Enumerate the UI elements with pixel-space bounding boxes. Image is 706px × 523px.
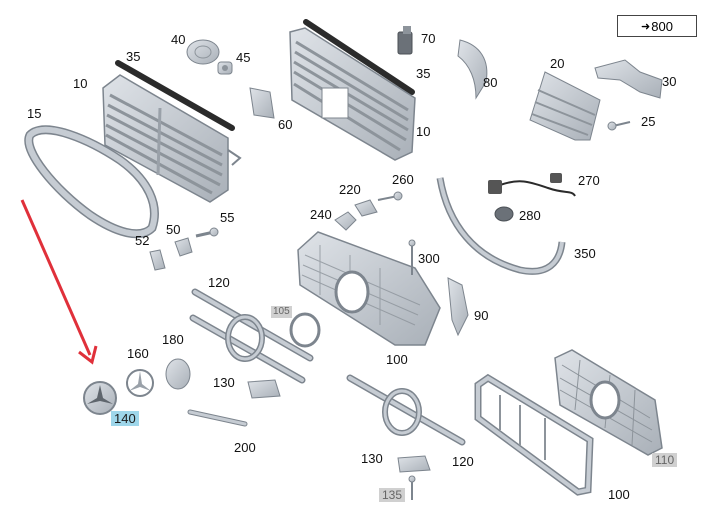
part-280-sensor bbox=[494, 206, 514, 222]
callout-260[interactable]: 260 bbox=[392, 172, 414, 187]
callout-45[interactable]: 45 bbox=[236, 50, 251, 65]
part-35-seal-strip-2 bbox=[303, 19, 415, 95]
part-10-grille-right bbox=[289, 27, 416, 161]
part-350-bracket bbox=[436, 177, 566, 275]
reference-label: 800 bbox=[651, 18, 673, 34]
part-52-bracket bbox=[149, 249, 166, 271]
part-200-trim-strip bbox=[187, 409, 248, 427]
part-140-emblem bbox=[83, 381, 117, 415]
callout-50[interactable]: 50 bbox=[166, 222, 181, 237]
part-40-star-badge bbox=[186, 39, 220, 65]
reference-box[interactable]: ➜ 800 bbox=[617, 15, 697, 37]
callout-130[interactable]: 130 bbox=[213, 375, 235, 390]
callout-25[interactable]: 25 bbox=[641, 114, 656, 129]
callout-10[interactable]: 10 bbox=[73, 76, 88, 91]
part-160-star bbox=[126, 369, 154, 397]
callout-120-b[interactable]: 120 bbox=[452, 454, 474, 469]
part-70-sensor bbox=[397, 26, 413, 55]
part-300-pin bbox=[408, 239, 416, 275]
part-60-cover-plate bbox=[249, 87, 275, 119]
part-15-grille-frame bbox=[24, 125, 159, 239]
part-25-screw bbox=[607, 121, 631, 131]
callout-100[interactable]: 100 bbox=[386, 352, 408, 367]
callout-40[interactable]: 40 bbox=[171, 32, 186, 47]
callout-35[interactable]: 35 bbox=[126, 49, 141, 64]
part-110-diamond-grille bbox=[554, 349, 663, 456]
part-45-clip bbox=[217, 61, 233, 75]
callout-160[interactable]: 160 bbox=[127, 346, 149, 361]
callout-120[interactable]: 120 bbox=[208, 275, 230, 290]
part-120-grille-bars bbox=[189, 288, 314, 384]
arrow-right-icon: ➜ bbox=[641, 20, 651, 33]
part-35-seal-strip bbox=[115, 60, 235, 131]
part-50-clip bbox=[174, 237, 193, 257]
callout-35-b[interactable]: 35 bbox=[416, 66, 431, 81]
callout-60[interactable]: 60 bbox=[278, 117, 293, 132]
callout-350[interactable]: 350 bbox=[574, 246, 596, 261]
callout-70[interactable]: 70 bbox=[421, 31, 436, 46]
callout-270[interactable]: 270 bbox=[578, 173, 600, 188]
callout-280[interactable]: 280 bbox=[519, 208, 541, 223]
callout-20[interactable]: 20 bbox=[550, 56, 565, 71]
callout-300[interactable]: 300 bbox=[418, 251, 440, 266]
part-90-bracket bbox=[447, 277, 469, 337]
part-100-grille-frame-lower bbox=[474, 373, 594, 496]
part-270-sensor-harness bbox=[488, 173, 576, 197]
callout-220[interactable]: 220 bbox=[339, 182, 361, 197]
callout-80[interactable]: 80 bbox=[483, 75, 498, 90]
part-10-grille-left bbox=[102, 74, 242, 203]
part-135-screw bbox=[408, 475, 416, 500]
part-180-disc bbox=[165, 358, 191, 390]
part-105-ring bbox=[289, 312, 321, 348]
part-130-mount-plate bbox=[247, 379, 281, 399]
callout-200[interactable]: 200 bbox=[234, 440, 256, 455]
part-220-clip bbox=[354, 199, 378, 217]
part-130-mount-plate-lower bbox=[397, 455, 431, 473]
callout-105[interactable]: 105 bbox=[271, 306, 292, 318]
part-30-carrier bbox=[594, 59, 663, 99]
callout-55[interactable]: 55 bbox=[220, 210, 235, 225]
part-55-screw bbox=[195, 227, 219, 238]
callout-130-b[interactable]: 130 bbox=[361, 451, 383, 466]
callout-240[interactable]: 240 bbox=[310, 207, 332, 222]
callout-180[interactable]: 180 bbox=[162, 332, 184, 347]
part-120-grille-bars-lower bbox=[346, 374, 466, 446]
callout-135[interactable]: 135 bbox=[379, 488, 406, 502]
callout-90[interactable]: 90 bbox=[474, 308, 489, 323]
pointer-arrow-icon bbox=[20, 199, 98, 365]
callout-52[interactable]: 52 bbox=[135, 233, 150, 248]
callout-100-b[interactable]: 100 bbox=[608, 487, 630, 502]
callout-15[interactable]: 15 bbox=[27, 106, 42, 121]
part-260-screw bbox=[377, 191, 403, 201]
callout-140[interactable]: 140 bbox=[111, 411, 139, 426]
part-20-grille-insert bbox=[529, 71, 601, 141]
callout-30[interactable]: 30 bbox=[662, 74, 677, 89]
callout-110[interactable]: 110 bbox=[652, 453, 678, 467]
part-240-clip bbox=[334, 211, 357, 231]
part-100-mesh-grille bbox=[297, 231, 441, 346]
part-80-bracket bbox=[457, 39, 488, 100]
callout-10-b[interactable]: 10 bbox=[416, 124, 431, 139]
